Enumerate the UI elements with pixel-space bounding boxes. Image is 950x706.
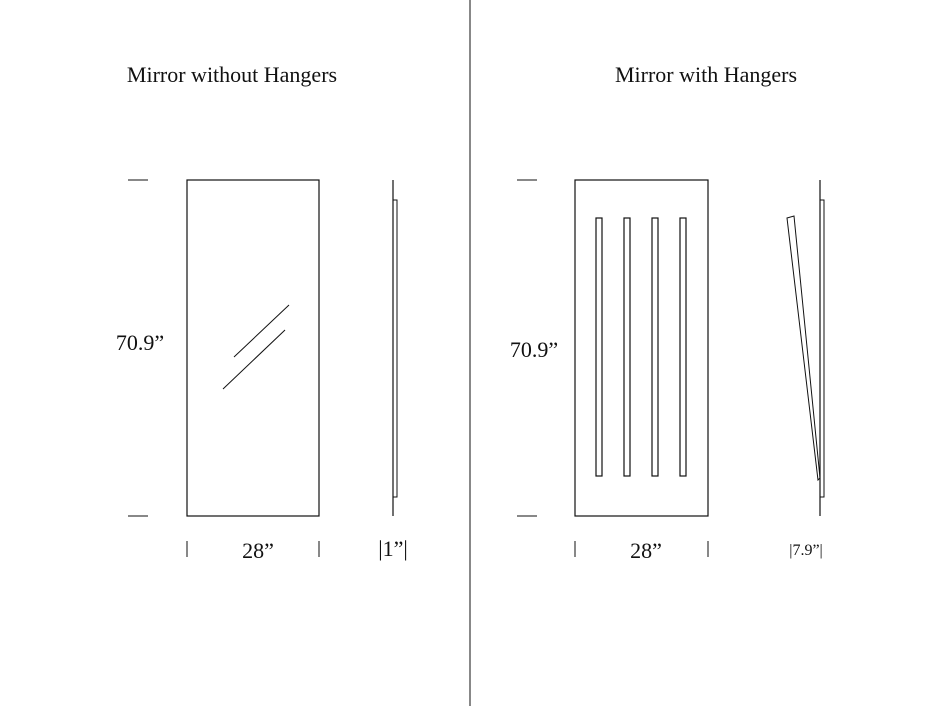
width-label: 28” <box>630 538 662 563</box>
width-label: 28” <box>242 538 274 563</box>
depth-label: |1”| <box>378 536 408 561</box>
hanger-bar-4 <box>679 217 687 477</box>
mirror-side-view-back <box>819 199 825 498</box>
mirror-front-view <box>186 179 320 517</box>
hanger-bar-3 <box>651 217 659 477</box>
hanger-bar-1 <box>595 217 603 477</box>
reflection-glint-1 <box>233 304 290 358</box>
reflection-glint-2 <box>222 329 286 390</box>
left-panel: Mirror without Hangers 70.9” 28” |1”| <box>116 62 408 563</box>
right-panel: Mirror with Hangers 70.9” 28” |7.9”| <box>510 62 825 563</box>
mirror-front-view <box>574 179 709 517</box>
hanger-bar-2 <box>623 217 631 477</box>
height-label: 70.9” <box>510 337 558 362</box>
right-panel-title: Mirror with Hangers <box>615 62 797 87</box>
mirror-side-view-back <box>392 199 398 498</box>
depth-label: |7.9”| <box>789 542 823 559</box>
height-label: 70.9” <box>116 330 164 355</box>
hanger-side-view <box>786 215 821 482</box>
left-panel-title: Mirror without Hangers <box>127 62 337 87</box>
